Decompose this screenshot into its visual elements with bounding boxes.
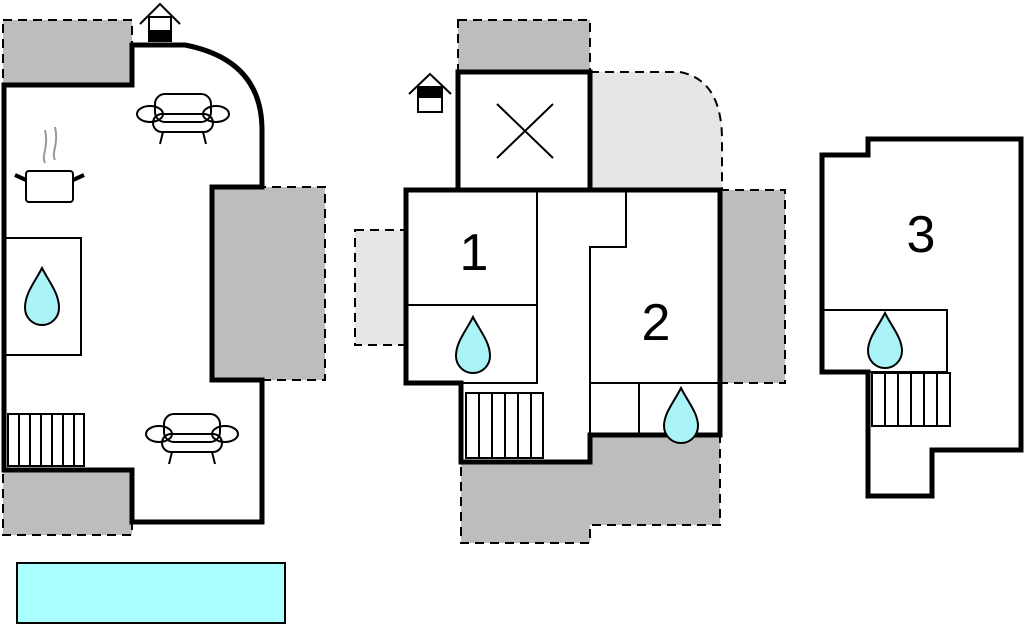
- pool: [16, 562, 286, 624]
- room-3-label: 3: [907, 206, 936, 264]
- walls: [403, 187, 723, 465]
- walls: [1, 42, 265, 525]
- building-first-floor: 1 2: [354, 19, 786, 544]
- stairs-icon: [7, 413, 85, 467]
- water-drop-icon: [454, 314, 492, 374]
- water-drop-icon: [23, 265, 61, 326]
- sofa-icon: [145, 413, 239, 465]
- room-1-label: 1: [460, 224, 489, 282]
- terrace-bottom-left: [2, 469, 133, 536]
- terrace-left: [354, 229, 407, 346]
- building-second-floor: 3: [819, 136, 1024, 499]
- water-drop-icon: [662, 385, 700, 444]
- terrace-top: [457, 19, 591, 73]
- walls: [819, 136, 1024, 499]
- terrace-right: [719, 189, 786, 384]
- bathroom: [3, 237, 82, 356]
- entrance-icon[interactable]: [139, 2, 181, 42]
- terrace-top-left: [2, 19, 133, 86]
- room-2-label: 2: [642, 294, 671, 352]
- stairs-icon: [465, 392, 544, 459]
- building-ground-floor: [1, 2, 326, 624]
- sofa-icon: [136, 93, 230, 145]
- void-x-icon: [496, 103, 554, 159]
- kitchen-pot-icon: [14, 126, 85, 203]
- void-walls: [455, 69, 593, 190]
- terrace-right: [211, 186, 326, 381]
- terrace-rounded: [589, 71, 723, 191]
- water-drop-icon: [866, 310, 904, 369]
- entrance-icon[interactable]: [408, 72, 452, 113]
- stairs-icon: [871, 372, 951, 427]
